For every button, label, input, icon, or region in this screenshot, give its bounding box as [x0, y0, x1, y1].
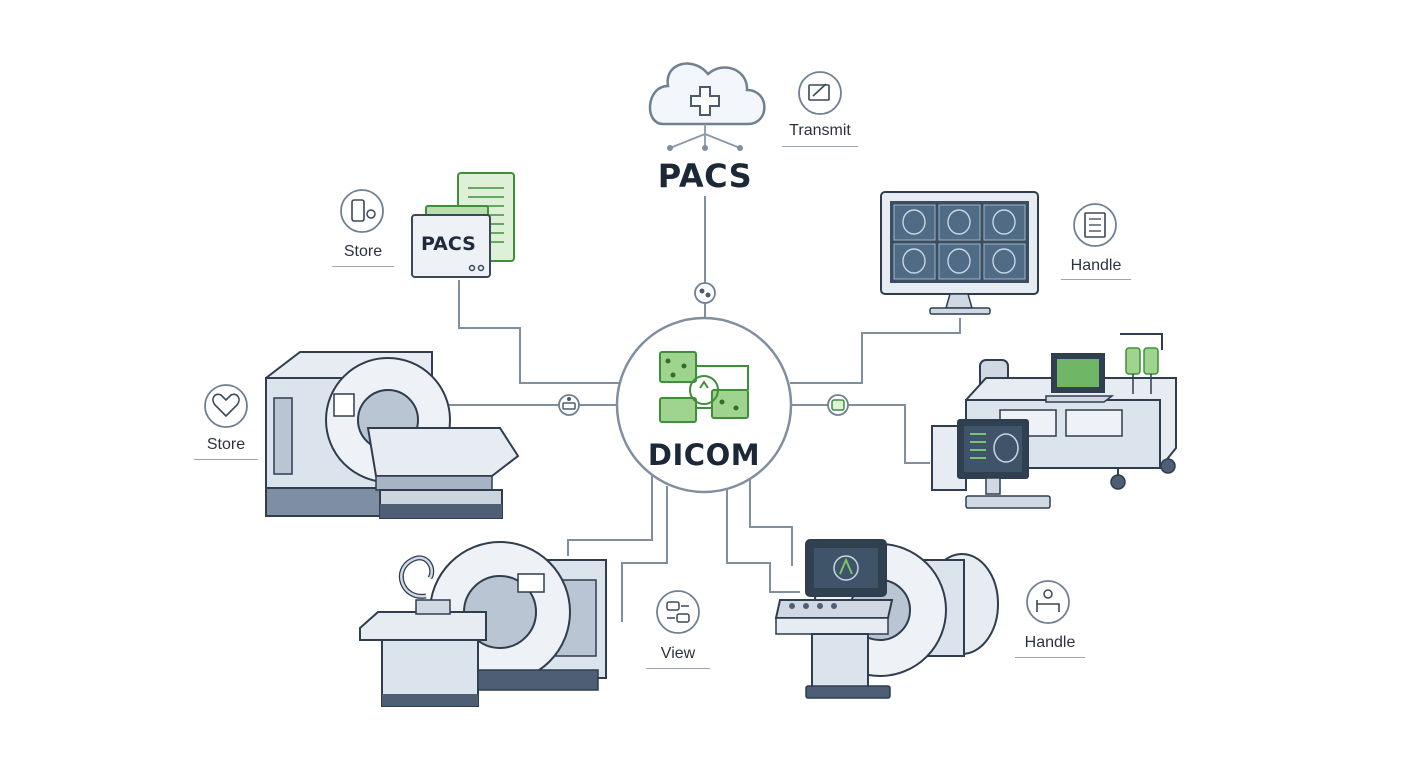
cloud-medical-icon — [648, 62, 766, 151]
node-workstation-hub — [827, 394, 849, 416]
storage-device-icon — [340, 189, 384, 233]
heart-icon — [204, 384, 248, 428]
action-label-store-left: Store — [206, 436, 246, 453]
patient-workstation-icon — [931, 333, 1177, 509]
dicom-data-icon — [659, 351, 749, 423]
connector-mri-hub-1 — [567, 476, 653, 556]
action-label-store-top: Store — [343, 243, 383, 260]
action-underline-transmit — [782, 146, 858, 147]
transmit-icon — [798, 71, 842, 115]
action-underline-view — [646, 668, 710, 669]
connector-server-hub — [458, 280, 620, 384]
action-label-handle-top: Handle — [1070, 257, 1122, 274]
ultrasound-scanner-icon — [774, 539, 999, 699]
patient-bed-icon — [1026, 580, 1070, 624]
report-icon — [1073, 203, 1117, 247]
connector-workstation-hub — [792, 404, 930, 464]
hub-label: DICOM — [647, 438, 761, 472]
connector-monitor-hub — [790, 318, 961, 384]
node-ct-hub — [558, 394, 580, 416]
viewing-monitor-icon — [880, 191, 1039, 315]
connector-mri-hub-2 — [621, 486, 668, 622]
action-underline-handle-bottom — [1015, 657, 1085, 658]
ct-scanner-icon — [265, 351, 520, 519]
document-stack-icon — [411, 172, 515, 278]
action-label-transmit: Transmit — [789, 122, 851, 139]
connector-us-hub-1 — [726, 486, 800, 593]
mri-scanner-icon — [359, 541, 607, 707]
action-underline-store-top — [332, 266, 394, 267]
cloud-label: PACS — [657, 157, 753, 195]
action-label-handle-bottom: Handle — [1024, 634, 1076, 651]
action-label-view: View — [660, 645, 696, 662]
view-flow-icon — [656, 590, 700, 634]
node-cloud-hub — [694, 282, 716, 304]
action-underline-store-left — [194, 459, 258, 460]
server-card-label: PACS — [421, 233, 476, 255]
action-underline-handle-top — [1061, 279, 1131, 280]
connector-us-hub-2 — [749, 478, 793, 566]
